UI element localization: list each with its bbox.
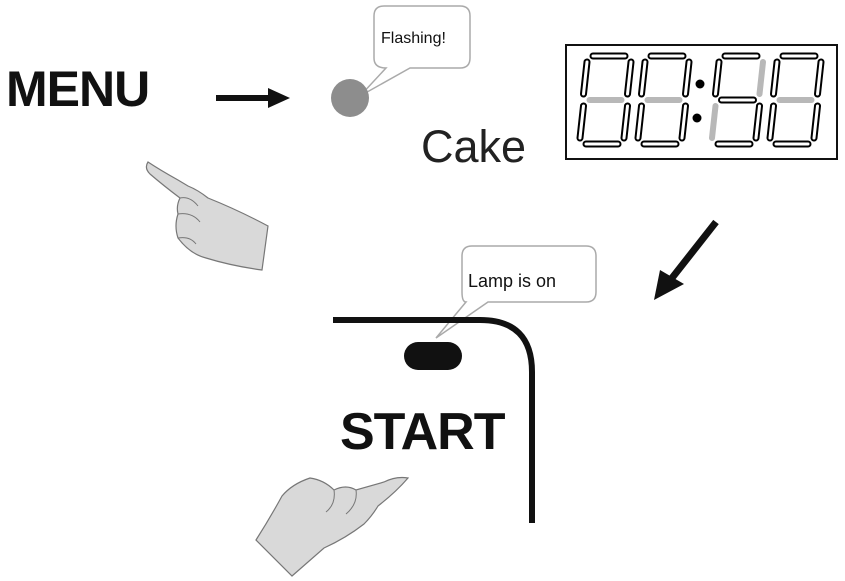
down-left-arrow-icon (654, 219, 719, 300)
display-segment-lit (640, 60, 647, 96)
display-segment-lit (754, 104, 761, 140)
display-segment-lit (714, 60, 721, 96)
menu-button-label: MENU (6, 61, 150, 117)
right-arrow-icon (216, 88, 290, 108)
display-colon-dot (695, 79, 705, 89)
start-button-label: START (340, 403, 505, 461)
display-segment-lit (680, 104, 687, 140)
display-colon-dot (692, 113, 702, 123)
display-segment-lit (684, 60, 691, 96)
flashing-callout-text: Flashing! (381, 30, 446, 47)
seven-segment-display (576, 52, 825, 148)
lamp-callout-text: Lamp is on (468, 271, 557, 291)
flashing-callout (359, 5, 471, 97)
display-segment-lit (622, 104, 629, 140)
start-indicator-lamp (404, 342, 462, 370)
lamp-callout (435, 245, 597, 339)
pointing-hand-icon (255, 476, 410, 577)
start-panel-outline (333, 317, 535, 523)
display-segment-dim (709, 103, 719, 141)
program-name-label: Cake (421, 121, 527, 172)
pointing-hand-icon (145, 161, 269, 271)
display-segment-lit (626, 60, 633, 96)
display-segment-lit (636, 104, 643, 140)
display-segment-lit (772, 60, 779, 96)
display-segment-lit (578, 104, 585, 140)
display-segment-lit (812, 104, 819, 140)
display-segment-dim (756, 59, 766, 97)
display-segment-lit (582, 60, 589, 96)
display-segment-lit (816, 60, 823, 96)
display-segment-lit (768, 104, 775, 140)
menu-indicator-led (331, 79, 369, 117)
